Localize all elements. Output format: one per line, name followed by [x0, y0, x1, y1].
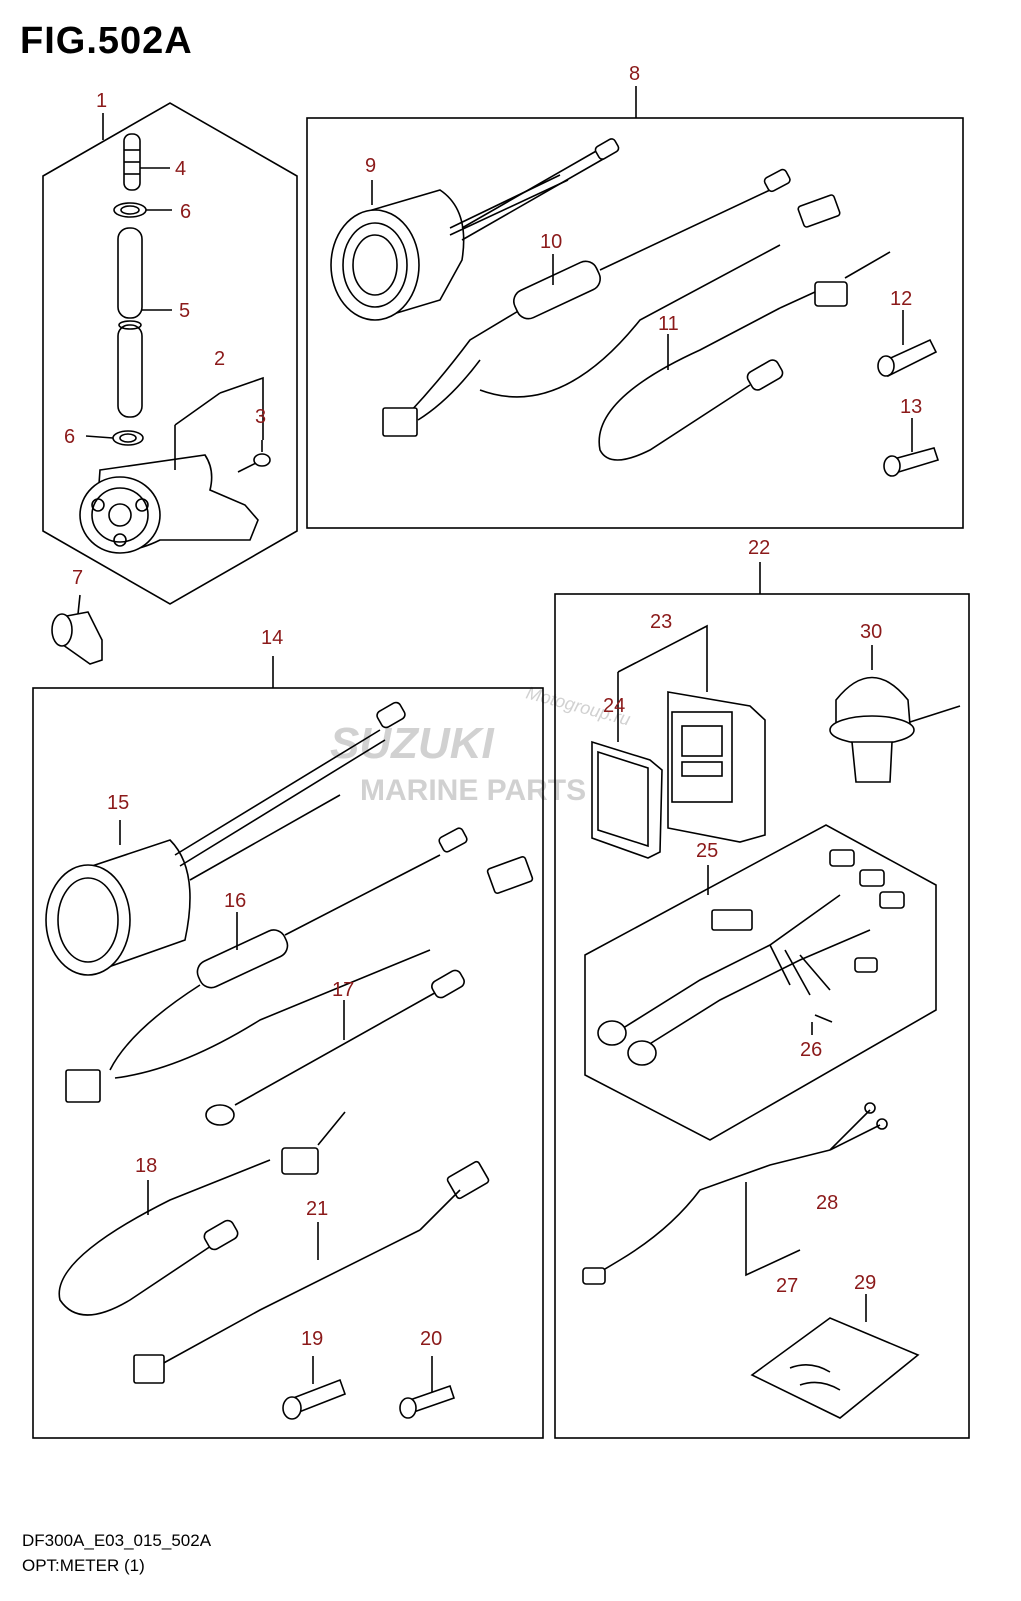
callout-17: 17: [332, 979, 354, 1001]
callout-25: 25: [696, 840, 718, 862]
callout-10: 10: [540, 231, 562, 253]
callout-6-upper: 6: [180, 201, 191, 223]
callout-5: 5: [179, 300, 190, 322]
callout-20: 20: [420, 1328, 442, 1350]
group-14-box: [32, 656, 544, 1439]
part-18-cable: [58, 1111, 346, 1316]
part-6-clamp-lower: [85, 430, 144, 446]
callout-14: 14: [261, 627, 283, 649]
part-12-connector: [877, 310, 938, 378]
callout-11: 11: [658, 313, 679, 335]
callout-8: 8: [629, 63, 640, 85]
callout-29: 29: [854, 1272, 876, 1294]
part-3-screw: [237, 440, 271, 473]
part-5-tube: [117, 227, 172, 418]
callout-21: 21: [306, 1198, 328, 1220]
part-17-cable: [205, 969, 465, 1126]
callout-30: 30: [860, 621, 882, 643]
callout-22: 22: [748, 537, 770, 559]
part-10-harness: [382, 168, 841, 437]
group-22-box: [554, 562, 970, 1439]
watermark: SUZUKI MARINE PARTS Motogroup.ru: [330, 683, 633, 807]
callout-26: 26: [800, 1039, 822, 1061]
callout-19: 19: [301, 1328, 323, 1350]
callout-2: 2: [214, 348, 225, 370]
part-11-cable: [598, 251, 891, 461]
part-16-harness: [65, 827, 534, 1103]
part-20-connector: [399, 1356, 456, 1419]
callout-9: 9: [365, 155, 376, 177]
group-8-box: [306, 86, 964, 529]
part-27-harness: [582, 1102, 888, 1285]
part-2-housing: [79, 376, 264, 554]
callout-23: 23: [650, 611, 672, 633]
callout-28: 28: [816, 1192, 838, 1214]
figure-code: DF300A_E03_015_502A: [22, 1531, 212, 1550]
callout-6-lower: 6: [64, 426, 75, 448]
part-29-bag: [750, 1294, 920, 1419]
part-24-panel: [591, 740, 663, 859]
callout-labels: 1 2 3 4 5 6 6 7 8 9 10 11 12 13 14 15 16…: [64, 63, 922, 1350]
part-21-harness: [133, 1160, 490, 1384]
callout-3: 3: [255, 406, 266, 428]
group-25-harness: [584, 824, 937, 1141]
callout-13: 13: [900, 396, 922, 418]
callout-1: 1: [96, 90, 107, 112]
part-23-display: [617, 624, 766, 843]
part-13-connector: [883, 418, 940, 477]
watermark-brand: SUZUKI: [330, 719, 495, 768]
part-7-plug: [51, 594, 103, 665]
callout-18: 18: [135, 1155, 157, 1177]
callout-24: 24: [603, 695, 625, 717]
callout-4: 4: [175, 158, 186, 180]
callout-16: 16: [224, 890, 246, 912]
callout-27: 27: [776, 1275, 798, 1297]
figure-description: OPT:METER (1): [22, 1556, 145, 1575]
callout-15: 15: [107, 792, 129, 814]
part-30-sensor: [829, 645, 961, 783]
callout-7: 7: [72, 567, 83, 589]
part-6-clamp-upper: [113, 202, 172, 218]
figure-title: FIG.502A: [20, 20, 193, 62]
part-15-gauge: [45, 701, 406, 976]
part-9-gauge: [330, 138, 620, 321]
part-19-connector: [282, 1356, 347, 1420]
watermark-subtitle: MARINE PARTS: [360, 774, 586, 807]
part-4-cap: [123, 133, 170, 191]
group-1-bracket: [42, 102, 298, 605]
callout-12: 12: [890, 288, 912, 310]
